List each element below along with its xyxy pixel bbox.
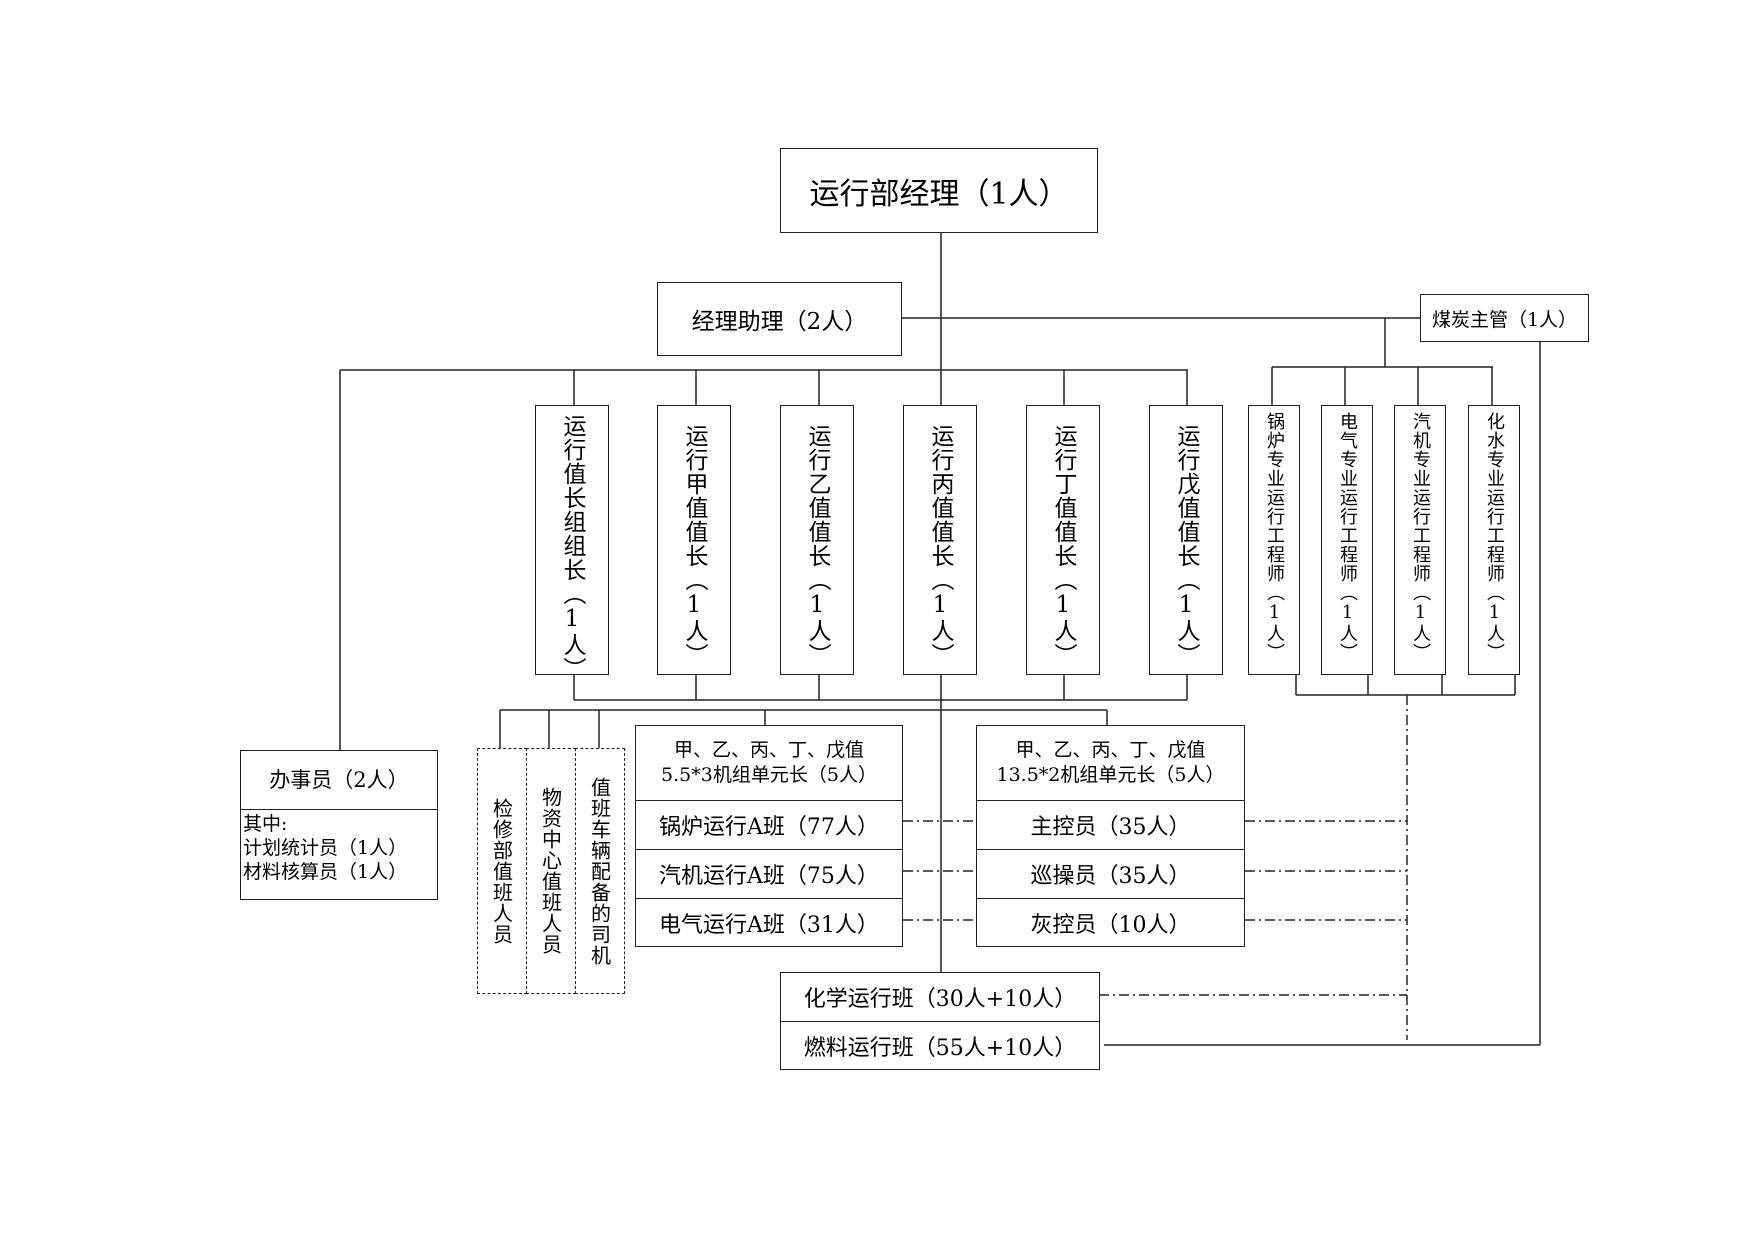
fuel-team-row: 燃料运行班（55人+10人） [781,1021,1099,1069]
unit-right-row-label: 主控员（35人） [1030,815,1191,840]
clerk-box: 办事员（2人） 其中: 计划统计员（1人） 材料核算员（1人） [240,750,438,900]
clerk-detail-line: 计划统计员（1人） [243,837,408,859]
unit-left-row: 锅炉运行A班（77人） [636,800,902,849]
engineer-label: 锅炉专业运行工程师（1人） [1264,412,1285,662]
unit-left-row-label: 锅炉运行A班（77人） [659,815,879,840]
unit-right-table: 甲、乙、丙、丁、戊值 13.5*2机组单元长（5人） 主控员（35人） 巡操员（… [976,725,1245,947]
coal-supervisor-title: 煤炭主管（1人） [1431,308,1578,331]
duty-staff-label: 物资中心值班人员 [538,787,563,955]
duty-staff-box: 检修部值班人员 [477,748,527,994]
engineer-label: 电气专业运行工程师（1人） [1337,412,1358,662]
clerk-title: 办事员（2人） [241,751,437,810]
bottom-teams-table: 化学运行班（30人+10人） 燃料运行班（55人+10人） [780,972,1100,1070]
shift-leader-label: 运行值长组组长（1人） [559,414,585,681]
unit-left-row: 电气运行A班（31人） [636,898,902,946]
shift-leader-box: 运行丙值值长（1人） [903,405,977,675]
fuel-team-label: 燃料运行班（55人+10人） [803,1035,1077,1061]
shift-leader-box: 运行丁值值长（1人） [1026,405,1100,675]
assistant-title: 经理助理（2人） [691,309,868,335]
assistant-box: 经理助理（2人） [657,282,902,356]
unit-right-row: 灰控员（10人） [977,898,1244,946]
engineer-box: 汽机专业运行工程师（1人） [1394,405,1446,675]
unit-right-header-line: 甲、乙、丙、丁、戊值 [1015,739,1206,761]
shift-leader-label: 运行丁值值长（1人） [1050,424,1076,667]
shift-leader-label: 运行丙值值长（1人） [927,424,953,667]
chemistry-team-label: 化学运行班（30人+10人） [803,987,1077,1012]
shift-leader-label: 运行甲值值长（1人） [681,424,707,667]
unit-right-header-line: 13.5*2机组单元长（5人） [996,764,1225,786]
unit-right-header: 甲、乙、丙、丁、戊值 13.5*2机组单元长（5人） [977,726,1244,800]
manager-title: 运行部经理（1人） [809,176,1069,212]
shift-leader-label: 运行戊值值长（1人） [1173,424,1199,667]
unit-left-row: 汽机运行A班（75人） [636,849,902,898]
engineer-box: 电气专业运行工程师（1人） [1321,405,1373,675]
duty-staff-box: 物资中心值班人员 [526,748,576,994]
unit-right-row-label: 灰控员（10人） [1030,912,1191,938]
unit-right-row: 巡操员（35人） [977,849,1244,898]
shift-leader-box: 运行值长组组长（1人） [535,405,609,681]
shift-leader-box: 运行乙值值长（1人） [780,405,854,675]
coal-supervisor-box: 煤炭主管（1人） [1420,294,1589,342]
chemistry-team-row: 化学运行班（30人+10人） [781,973,1099,1021]
engineer-box: 锅炉专业运行工程师（1人） [1248,405,1300,675]
unit-left-row-label: 电气运行A班（31人） [659,912,879,938]
engineer-label: 化水专业运行工程师（1人） [1484,412,1505,662]
unit-left-header: 甲、乙、丙、丁、戊值 5.5*3机组单元长（5人） [636,726,902,800]
duty-staff-label: 检修部值班人员 [489,797,514,945]
engineer-label: 汽机专业运行工程师（1人） [1410,412,1431,662]
clerk-detail: 其中: 计划统计员（1人） 材料核算员（1人） [241,810,437,884]
engineer-box: 化水专业运行工程师（1人） [1468,405,1520,675]
clerk-detail-line: 材料核算员（1人） [243,861,408,883]
manager-box: 运行部经理（1人） [780,148,1098,233]
unit-right-row: 主控员（35人） [977,800,1244,849]
duty-staff-box: 值班车辆配备的司机 [575,748,625,994]
unit-left-header-line: 5.5*3机组单元长（5人） [661,764,877,786]
duty-staff-label: 值班车辆配备的司机 [587,776,612,966]
unit-right-row-label: 巡操员（35人） [1030,864,1191,889]
shift-leader-box: 运行甲值值长（1人） [657,405,731,675]
shift-leader-box: 运行戊值值长（1人） [1149,405,1223,675]
unit-left-table: 甲、乙、丙、丁、戊值 5.5*3机组单元长（5人） 锅炉运行A班（77人） 汽机… [635,725,903,947]
unit-left-row-label: 汽机运行A班（75人） [659,864,879,889]
shift-leader-label: 运行乙值值长（1人） [804,424,830,667]
unit-left-header-line: 甲、乙、丙、丁、戊值 [673,739,864,761]
clerk-detail-line: 其中: [243,813,288,835]
